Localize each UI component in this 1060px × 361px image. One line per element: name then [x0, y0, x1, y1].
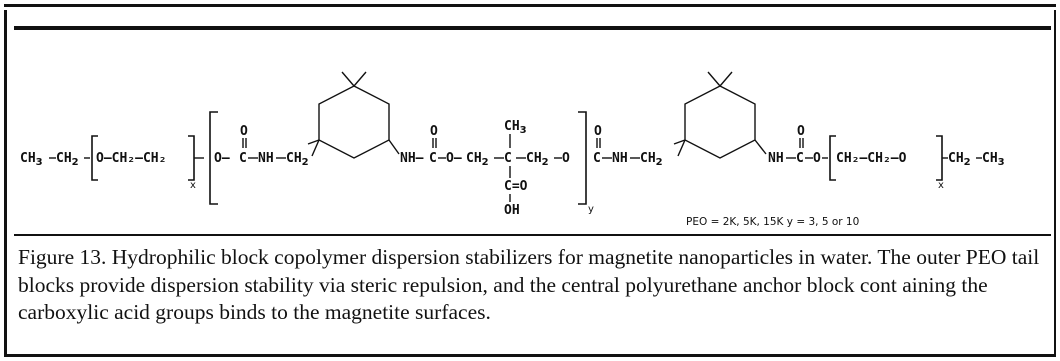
urethane-bracket-open: [209, 111, 218, 205]
oh: OH: [504, 203, 520, 218]
carbonyl-o-1: O: [240, 124, 248, 139]
structure-svg: CH3 CH2 O–CH₂–CH₂ x O– O C NH CH2: [20, 71, 1005, 228]
peo-y-note: PEO = 2K, 5K, 15K y = 3, 5 or 10: [686, 216, 859, 228]
subscript-x-right: x: [938, 180, 944, 191]
o-4: O: [813, 151, 821, 166]
peo-bracket-right-open: [829, 135, 836, 181]
urethane-bracket-close: [578, 111, 587, 205]
figure-frame: [4, 10, 1056, 357]
isophorone-ring-right: [673, 71, 767, 159]
ch2-4: CH2: [640, 151, 663, 168]
ch2-3: CH2: [526, 151, 549, 168]
caption-separator-rule: [14, 234, 1051, 236]
carbonyl-o-3: O: [594, 124, 602, 139]
peo-bracket-left-open: [91, 135, 98, 181]
c-2: C: [429, 151, 437, 166]
subscript-x-left: x: [190, 180, 196, 191]
o-2: O–: [446, 151, 462, 166]
start-ch2: CH2: [56, 151, 79, 168]
peo-bracket-left-close: [188, 135, 195, 181]
carbonyl-o-2: O: [430, 124, 438, 139]
peo-unit-right: CH₂–CH₂–O: [836, 151, 907, 166]
quaternary-c: C: [504, 151, 512, 166]
nh-1: NH: [258, 151, 274, 166]
c-3: C: [593, 151, 601, 166]
end-ch3: CH3: [982, 151, 1005, 168]
start-ch3: CH3: [20, 151, 43, 168]
figure-caption: Figure 13. Hydrophilic block copolymer d…: [18, 245, 1040, 324]
carbonyl-o-4: O: [797, 124, 805, 139]
ch3-methyl: CH3: [504, 119, 527, 136]
o-link: O–: [214, 151, 230, 166]
c-eq-o: C=O: [504, 179, 528, 194]
ch2-2: CH2: [466, 151, 489, 168]
inner-top-rule: [14, 26, 1051, 30]
c-1: C: [239, 151, 247, 166]
chemical-structure-figure: CH3 CH2 O–CH₂–CH₂ x O– O C NH CH2: [14, 32, 1051, 232]
nh-3: NH: [612, 151, 628, 166]
o-3: O: [562, 151, 570, 166]
c-4: C: [796, 151, 804, 166]
isophorone-ring-left: [307, 71, 400, 159]
end-ch2: CH2: [948, 151, 971, 168]
nh-2: NH–: [400, 151, 424, 166]
peo-bracket-right-close: [936, 135, 943, 181]
subscript-y: y: [588, 204, 594, 215]
peo-unit-left: O–CH₂–CH₂: [96, 151, 166, 166]
ch2-1: CH2: [286, 151, 309, 168]
nh-4: NH: [768, 151, 784, 166]
outer-top-rule: [4, 4, 1056, 7]
